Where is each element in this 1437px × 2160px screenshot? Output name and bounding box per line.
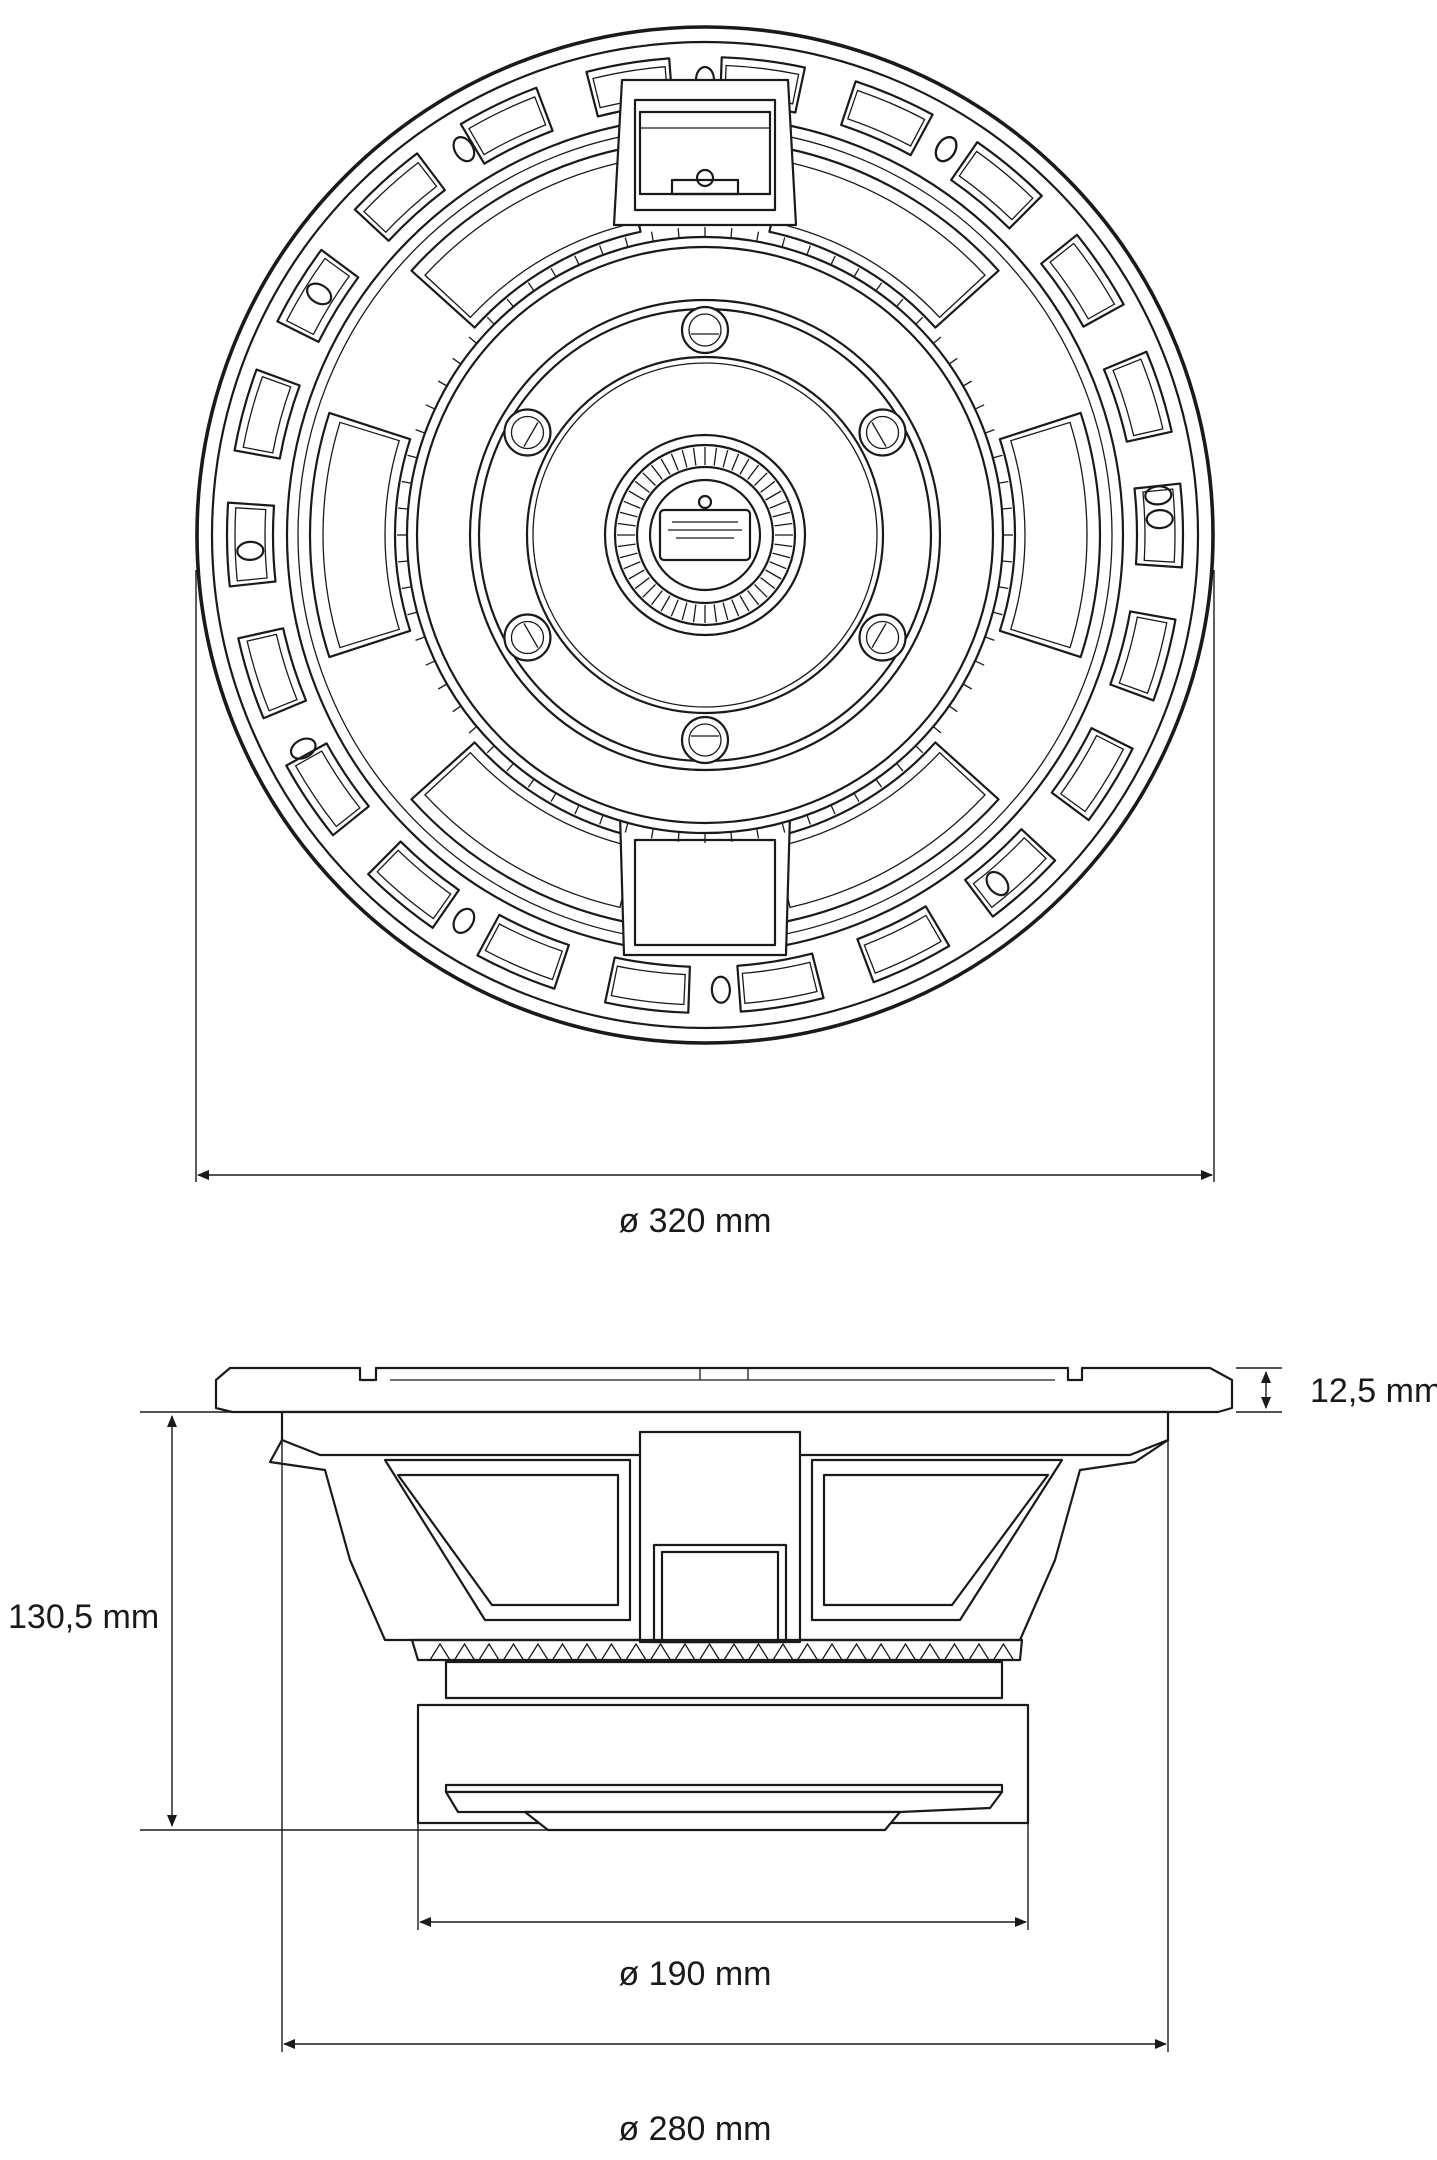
rim-slot bbox=[856, 905, 951, 984]
cutout-diameter-label: ø 280 mm bbox=[618, 2110, 771, 2148]
outer-diameter-label: ø 320 mm bbox=[618, 1202, 771, 1240]
basket-window bbox=[308, 411, 412, 659]
rim-slot bbox=[367, 840, 460, 929]
rim-slot bbox=[603, 956, 691, 1014]
rim-slot bbox=[237, 627, 308, 720]
cooling-fin-row bbox=[410, 1638, 1024, 1662]
cutout-diameter-dimension: ø 280 mm bbox=[281, 1440, 1169, 2148]
label-plate bbox=[658, 508, 752, 562]
rim-slot bbox=[1109, 610, 1177, 702]
rim-slot bbox=[233, 368, 301, 460]
pole-vent-fins bbox=[617, 447, 793, 623]
mounting-hole bbox=[985, 870, 1010, 897]
front-flange bbox=[214, 1366, 1234, 1414]
rim-slot bbox=[1050, 727, 1134, 822]
magnet-side bbox=[416, 1660, 1030, 1832]
rim-slot bbox=[950, 141, 1043, 230]
rim-slot bbox=[276, 248, 360, 343]
rim-slot bbox=[459, 86, 554, 165]
flange-thickness-dimension: 12,5 mm bbox=[1236, 1367, 1437, 1413]
rim-slot bbox=[476, 913, 570, 990]
flange-thickness-label: 12,5 mm bbox=[1310, 1372, 1437, 1410]
basket-outer-rim bbox=[195, 25, 1215, 1045]
rim-slot bbox=[840, 80, 934, 157]
basket-window bbox=[768, 147, 1000, 329]
mounting-hole bbox=[1145, 509, 1174, 530]
basket-window bbox=[775, 751, 986, 909]
basket-window bbox=[424, 751, 635, 909]
rear-view: ø 320 mm bbox=[195, 25, 1215, 1240]
depth-dimension: 130,5 mm bbox=[8, 1411, 548, 1831]
basket-window bbox=[410, 741, 642, 923]
mounting-hole bbox=[306, 282, 333, 306]
basket-rim-inner-edge bbox=[210, 40, 1200, 1030]
rim-slot bbox=[353, 152, 446, 242]
mounting-hole bbox=[934, 136, 958, 163]
magnet-cooling-fins bbox=[397, 227, 1013, 843]
mounting-hole bbox=[236, 540, 265, 561]
pole-vent-outer bbox=[603, 433, 807, 637]
basket-window bbox=[1009, 421, 1088, 649]
rim-slot bbox=[1040, 233, 1125, 328]
rim-slot bbox=[285, 742, 370, 837]
basket-window bbox=[322, 421, 401, 649]
basket-window bbox=[775, 161, 986, 319]
rim-vent-slots bbox=[225, 56, 1185, 1014]
rim-slot bbox=[964, 828, 1057, 918]
mounting-hole bbox=[1144, 485, 1173, 506]
back-plate bbox=[525, 355, 885, 715]
rim-slot bbox=[225, 501, 277, 588]
rim-slot bbox=[1133, 482, 1185, 569]
basket-side bbox=[268, 1410, 1170, 1644]
terminal-block bbox=[612, 78, 798, 227]
magnet-ring bbox=[468, 298, 942, 772]
mounting-hole bbox=[289, 737, 317, 760]
back-plate-bolts bbox=[503, 305, 907, 765]
mounting-hole bbox=[452, 907, 476, 934]
outer-diameter-dimension: ø 320 mm bbox=[195, 570, 1215, 1240]
mounting-hole bbox=[710, 975, 731, 1004]
depth-label: 130,5 mm bbox=[8, 1598, 159, 1636]
side-view: 12,5 mm 130,5 mm ø 190 mm ø 280 mm bbox=[8, 1366, 1437, 2148]
mounting-hole bbox=[452, 136, 476, 163]
magnet-diameter-label: ø 190 mm bbox=[618, 1955, 771, 1993]
rim-slot bbox=[736, 952, 825, 1013]
basket-window bbox=[998, 411, 1102, 659]
rim-slot bbox=[1102, 350, 1173, 443]
magnet-diameter-dimension: ø 190 mm bbox=[417, 1823, 1029, 1993]
